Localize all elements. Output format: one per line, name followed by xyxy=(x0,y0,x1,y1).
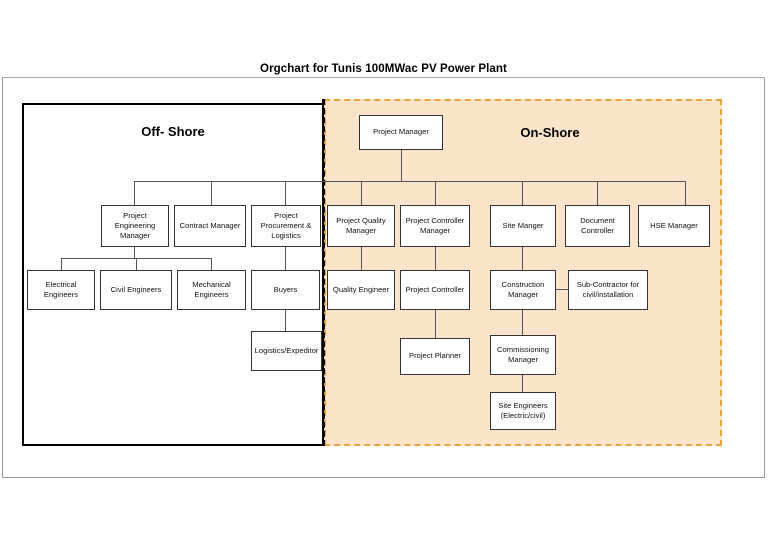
node-project-manager[interactable]: Project Manager xyxy=(359,115,443,150)
node-sub-contractor[interactable]: Sub-Contractor for civil/installation xyxy=(568,270,648,310)
node-commissioning-manager[interactable]: Commissioning Manager xyxy=(490,335,556,375)
node-project-controller-manager[interactable]: Project Controller Manager xyxy=(400,205,470,247)
node-construction-manager[interactable]: Construction Manager xyxy=(490,270,556,310)
node-hse-manager[interactable]: HSE Manager xyxy=(638,205,710,247)
connector-commissioning-siteengineers xyxy=(522,375,523,392)
node-project-controller[interactable]: Project Controller xyxy=(400,270,470,310)
onshore-zone-label: On-Shore xyxy=(520,125,580,140)
node-project-procurement-logistics[interactable]: Project Procurement & Logistics xyxy=(251,205,321,247)
connector-drop-peng xyxy=(134,181,135,205)
connector-peng-stem xyxy=(134,247,135,258)
connector-drop-contract xyxy=(211,181,212,205)
node-logistics-expeditor[interactable]: Logistics/Expeditor xyxy=(251,331,322,371)
connector-drop-procurement xyxy=(285,181,286,205)
node-quality-engineer[interactable]: Quality Engineer xyxy=(327,270,395,310)
connector-construction-subcontractor xyxy=(556,289,568,290)
connector-qualitymgr-qualityeng xyxy=(361,247,362,270)
node-document-controller[interactable]: Document Controller xyxy=(565,205,630,247)
node-project-engineering-manager[interactable]: Project Engineering Manager xyxy=(101,205,169,247)
connector-drop-electrical xyxy=(61,258,62,270)
connector-buyers-logistics xyxy=(285,310,286,331)
connector-construction-commissioning xyxy=(522,310,523,335)
node-site-engineers[interactable]: Site Engineers (Electric/civil) xyxy=(490,392,556,430)
connector-sitemanger-construction xyxy=(522,247,523,270)
node-electrical-engineers[interactable]: Electrical Engineers xyxy=(27,270,95,310)
node-contract-manager[interactable]: Contract Manager xyxy=(174,205,246,247)
connector-drop-doc-controller xyxy=(597,181,598,205)
connector-controllermgr-controller xyxy=(435,247,436,270)
node-civil-engineers[interactable]: Civil Engineers xyxy=(100,270,172,310)
connector-procurement-buyers xyxy=(285,247,286,270)
connector-controller-planner xyxy=(435,310,436,338)
connector-pm-stem xyxy=(401,150,402,181)
zone-divider xyxy=(322,99,325,446)
node-buyers[interactable]: Buyers xyxy=(251,270,320,310)
node-project-planner[interactable]: Project Planner xyxy=(400,338,470,375)
chart-title-bar: Orgchart for Tunis 100MWac PV Power Plan… xyxy=(2,60,765,78)
connector-drop-quality-mgr xyxy=(361,181,362,205)
offshore-zone-label: Off- Shore xyxy=(141,124,205,139)
connector-drop-civil xyxy=(136,258,137,270)
connector-drop-site-manger xyxy=(522,181,523,205)
connector-main-bus xyxy=(134,181,685,182)
connector-drop-mechanical xyxy=(211,258,212,270)
node-site-manger[interactable]: Site Manger xyxy=(490,205,556,247)
page-title: Orgchart for Tunis 100MWac PV Power Plan… xyxy=(260,62,507,75)
connector-drop-hse xyxy=(685,181,686,205)
node-project-quality-manager[interactable]: Project Quality Manager xyxy=(327,205,395,247)
connector-drop-controller-mgr xyxy=(435,181,436,205)
node-mechanical-engineers[interactable]: Mechanical Engineers xyxy=(177,270,246,310)
